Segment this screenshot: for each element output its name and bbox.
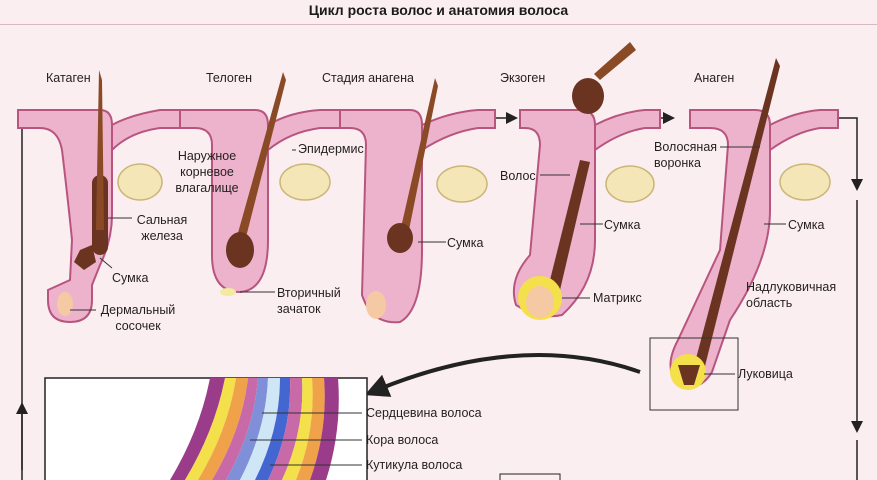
secondary-germ-label: Вторичный зачаток — [277, 286, 341, 316]
stage-anagen-label: Анаген — [694, 71, 735, 85]
detail-arrow — [364, 353, 641, 397]
follicle-telogen — [179, 72, 341, 296]
follicle-anagen-stage — [339, 78, 496, 324]
dermal-papilla-label: Дермальный сосочек — [100, 303, 176, 333]
follicle-exogen — [512, 42, 661, 320]
cycle-arrow-right — [838, 117, 863, 191]
sheath-anagen-label: Сумка — [788, 218, 825, 232]
stage-telogen-label: Телоген — [206, 71, 252, 85]
label-leaders — [70, 146, 786, 375]
matrix-label: Матрикс — [593, 291, 642, 305]
hair-funnel-label: Волосяная воронка — [654, 140, 718, 170]
sheath-exogen-label: Сумка — [604, 218, 641, 232]
stage-exogen-label: Экзоген — [500, 71, 546, 85]
bulb-label: Луковица — [738, 367, 793, 381]
epidermis-label: Эпидермис — [298, 142, 364, 156]
sebaceous-gland-label: Сальная железа — [136, 213, 188, 243]
follicle-catagen — [17, 70, 181, 324]
sheath-anagen-stage-label: Сумка — [447, 236, 484, 250]
medulla-label: Сердцевина волоса — [366, 406, 482, 420]
stage-anagen-stage-label: Стадия анагена — [322, 71, 414, 85]
follicle-anagen — [649, 58, 839, 411]
cycle-arrow-left — [21, 112, 45, 480]
cuticle-label: Кутикула волоса — [366, 458, 463, 472]
hair-exogen-label: Волос — [500, 169, 536, 183]
sheath-catagen-label: Сумка — [112, 271, 149, 285]
suprabulbar-label: Надлуковичная область — [746, 280, 837, 310]
outer-root-sheath-label: Наружное корневое влагалище — [175, 149, 239, 195]
cortex-label: Кора волоса — [366, 433, 439, 447]
diagram-title: Цикл роста волос и анатомия волоса — [0, 0, 877, 25]
stage-catagen-label: Катаген — [46, 71, 91, 85]
hair-shaft-detail — [44, 377, 561, 480]
